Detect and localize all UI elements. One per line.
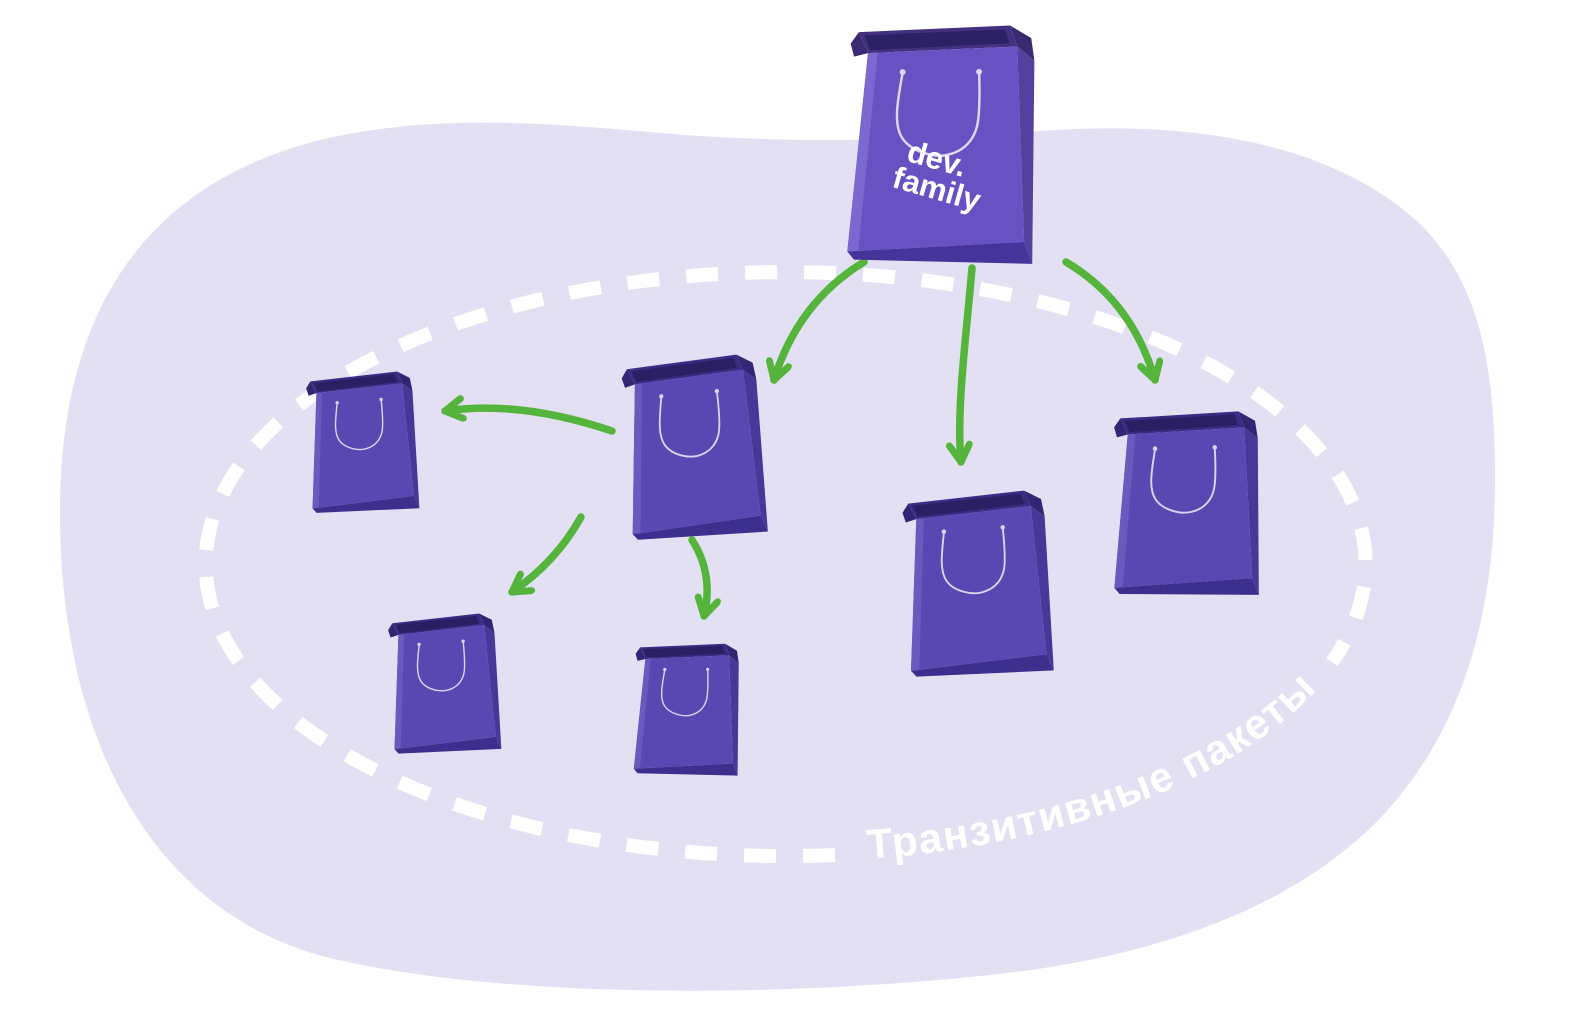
background-blob: [59, 122, 1496, 991]
shopping-bag-transitive-bottom-center: [631, 640, 743, 777]
dependency-arrow-root-to-dep-right: [1062, 258, 1155, 384]
dependency-arrow-dep-left-to-transitive-bottom-center: [688, 536, 707, 620]
dependency-arrow-dep-left-to-transitive-small-left: [441, 408, 616, 435]
shopping-bag-transitive-bottom-left: [387, 612, 502, 754]
dependency-arrow-root-to-dep-left: [774, 258, 868, 384]
shopping-bag-dep-right: [1111, 409, 1263, 597]
dependency-arrow-root-to-dep-center-right: [960, 264, 976, 466]
shopping-bag-dep-center-right: [901, 489, 1054, 677]
shopping-bag-transitive-small-left: [305, 370, 420, 514]
shopping-bag-dep-left: [620, 353, 768, 541]
dependency-arrow-dep-left-to-transitive-bottom-left: [508, 513, 585, 596]
